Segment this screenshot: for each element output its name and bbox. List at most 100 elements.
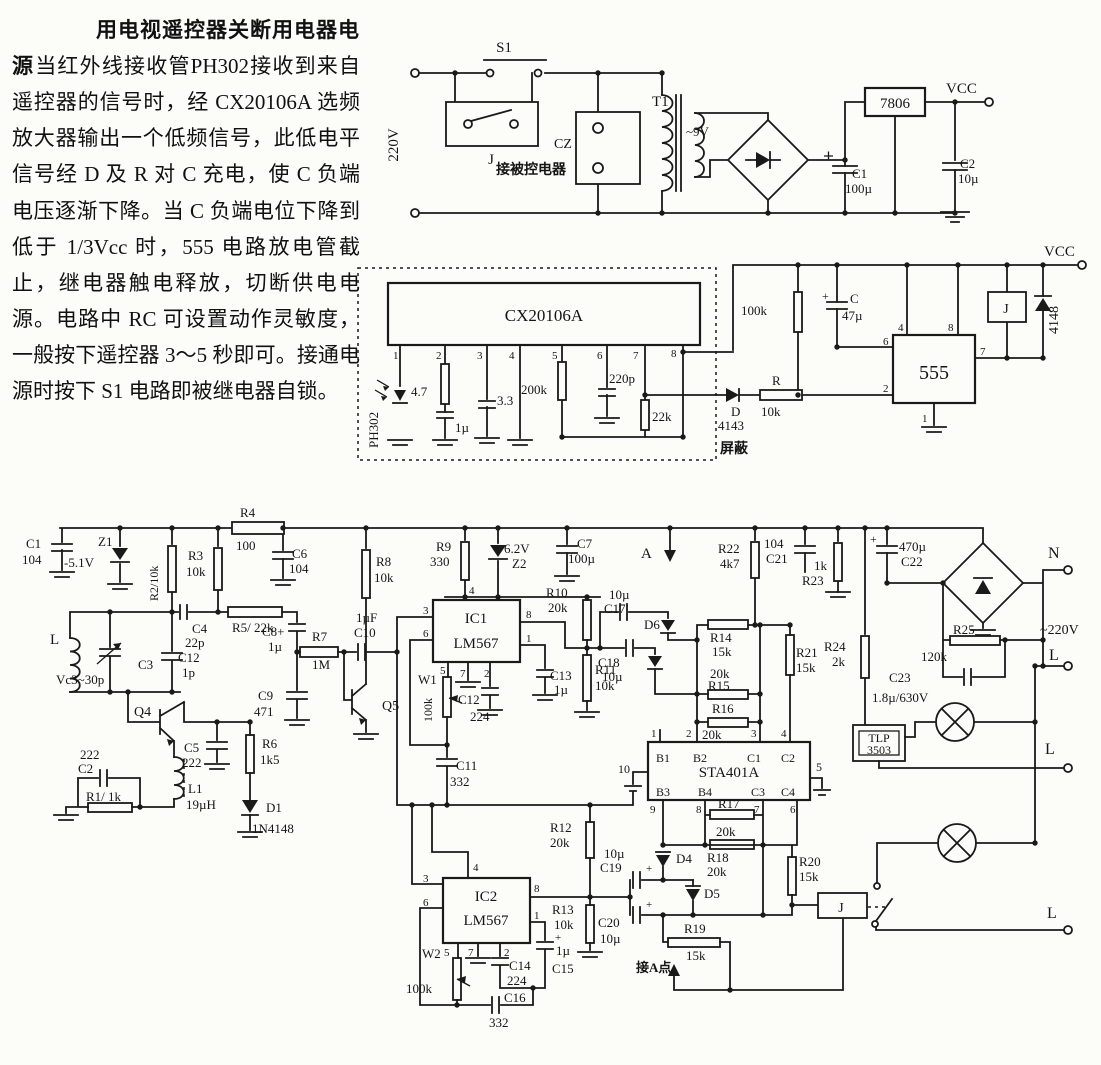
label-r12-v: 20k (550, 835, 570, 850)
label-c1a: C1 (852, 166, 867, 181)
power-supply-section (410, 59, 994, 223)
terminal-vcc-psu (984, 97, 994, 107)
label-v200k: 200k (521, 382, 548, 397)
label-ic2: IC2 (475, 889, 498, 905)
terminal-220v-bottom (410, 208, 420, 218)
label-ic2n: LM567 (464, 913, 510, 929)
label-r23-v: 1k (814, 558, 828, 573)
label-v9: ~9V (686, 124, 710, 139)
cz-pin-b (592, 162, 604, 174)
label-w1-v: 100k (421, 698, 435, 722)
label-c11-v: 332 (450, 774, 470, 789)
coil-l1 (173, 756, 185, 800)
label-n555p8: 8 (948, 322, 954, 334)
label-d1-v: 1N4148 (252, 821, 294, 836)
diode-d1 (242, 800, 258, 813)
socket-cz (575, 111, 641, 185)
label-i2p8: 8 (534, 883, 540, 895)
label-c2a-v: 10µ (958, 171, 979, 186)
label-st2: 2 (686, 728, 692, 740)
label-r18: R18 (707, 850, 729, 865)
label-r1: R1/ 1k (86, 789, 122, 804)
grounds-cx (387, 417, 947, 446)
label-r10-v: 20k (548, 600, 568, 615)
label-vcc-b: VCC (1044, 244, 1075, 260)
label-w2-v: 100k (406, 981, 433, 996)
label-c14-v: 224 (507, 973, 527, 988)
label-c3s: C3 (751, 785, 765, 799)
label-i2p7: 7 (468, 947, 474, 959)
j-contact-a (463, 119, 473, 129)
label-z2-v: 6.2V (504, 541, 530, 556)
label-c19: C19 (600, 860, 622, 875)
diode-d4 (656, 855, 670, 867)
ic2-lm567 (441, 876, 532, 945)
pot-w1[interactable] (442, 676, 452, 718)
label-r-v: 10k (761, 404, 781, 419)
label-c2s: C2 (781, 751, 795, 765)
label-d6: D6 (644, 617, 660, 632)
label-r22: R22 (718, 541, 740, 556)
label-n555p4: 4 (898, 322, 904, 334)
label-j-contact: J (488, 152, 494, 168)
label-ph302: PH302 (366, 412, 381, 448)
label-r24-v: 2k (832, 654, 846, 669)
label-r25: R25 (953, 622, 975, 637)
label-r7: R7 (312, 629, 328, 644)
label-c15-plus: + (555, 932, 561, 944)
label-i2p1: 1 (534, 910, 540, 922)
s1-contact-a[interactable] (485, 68, 495, 78)
label-v47b: 4.7 (411, 384, 428, 399)
label-jb3: J (838, 901, 844, 916)
label-c47-plus: + (822, 289, 829, 303)
coil-l (69, 637, 81, 693)
label-c21: C21 (766, 551, 788, 566)
label-c12b-v: 1p (182, 665, 195, 680)
label-cxp2: 2 (436, 350, 442, 362)
label-r21: R21 (796, 645, 818, 660)
ic-sta401a (646, 740, 812, 802)
label-z2: Z2 (512, 556, 526, 571)
label-cxp3: 3 (477, 350, 483, 362)
label-v100kb: 100k (741, 303, 768, 318)
article-text: 用电视遥控器关断用电器电源当红外线接收管PH302接收到来自遥控器的信号时，经 … (12, 12, 360, 409)
label-b3: B3 (656, 785, 670, 799)
label-st3: 3 (751, 728, 757, 740)
ic1-lm567 (431, 598, 522, 664)
label-l-t1: L (1049, 647, 1059, 664)
label-r22-v: 4k7 (720, 556, 740, 571)
label-cx: CX20106A (505, 306, 584, 325)
label-c18-v: 10µ (602, 669, 623, 684)
label-w1: W1 (418, 672, 437, 687)
label-i1p8: 8 (526, 609, 532, 621)
label-q4: Q4 (134, 705, 151, 720)
label-c5-v: 222 (182, 755, 202, 770)
label-r19: R19 (684, 921, 706, 936)
label-c47-l: C (850, 291, 859, 306)
label-c4: C4 (192, 621, 208, 636)
label-c20-plus: + (646, 899, 652, 911)
label-c1s: C1 (747, 751, 761, 765)
label-i1p7: 7 (460, 668, 466, 680)
connect-a-arrow (668, 964, 680, 976)
receiver-section (357, 260, 1087, 461)
label-r17-v: 20k (716, 824, 736, 839)
label-v220c: ~220V (1040, 623, 1079, 638)
label-u7806: 7806 (880, 96, 911, 112)
label-c22-v: 470µ (899, 539, 927, 554)
label-r2: R2/10k (147, 566, 161, 601)
cap-c2-psu (942, 162, 968, 171)
label-st4: 4 (781, 728, 787, 740)
label-st6: 6 (790, 804, 796, 816)
label-c11: C11 (456, 758, 477, 773)
label-pingbi: 屏蔽 (720, 440, 749, 457)
label-c17: C17 (604, 601, 626, 616)
s1-contact-b[interactable] (533, 68, 543, 78)
relay-coil-j3 (817, 892, 868, 919)
label-st7: 7 (754, 804, 760, 816)
label-c23: C23 (889, 670, 911, 685)
label-c21-v: 104 (764, 536, 784, 551)
label-cxp8: 8 (671, 348, 677, 360)
